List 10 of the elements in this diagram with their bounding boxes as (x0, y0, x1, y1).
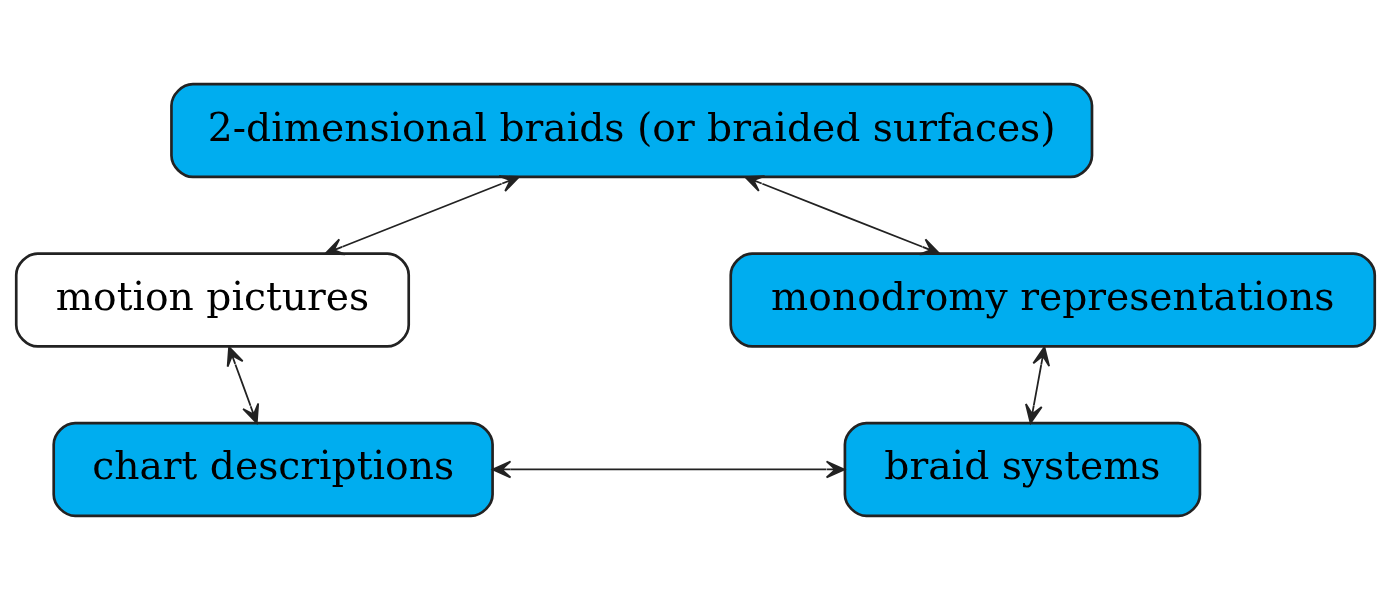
arrow (324, 175, 520, 256)
node-box: braid systems (843, 421, 1202, 518)
arrow (1025, 346, 1051, 424)
node-box: monodromy representations (729, 252, 1377, 348)
arrow (226, 346, 260, 424)
node-box: chart descriptions (52, 421, 494, 518)
node-box: motion pictures (14, 252, 411, 348)
arrow (744, 175, 941, 256)
node-box: 2-dimensional braids (or braided surfaces) (170, 82, 1094, 179)
arrow (491, 460, 846, 479)
